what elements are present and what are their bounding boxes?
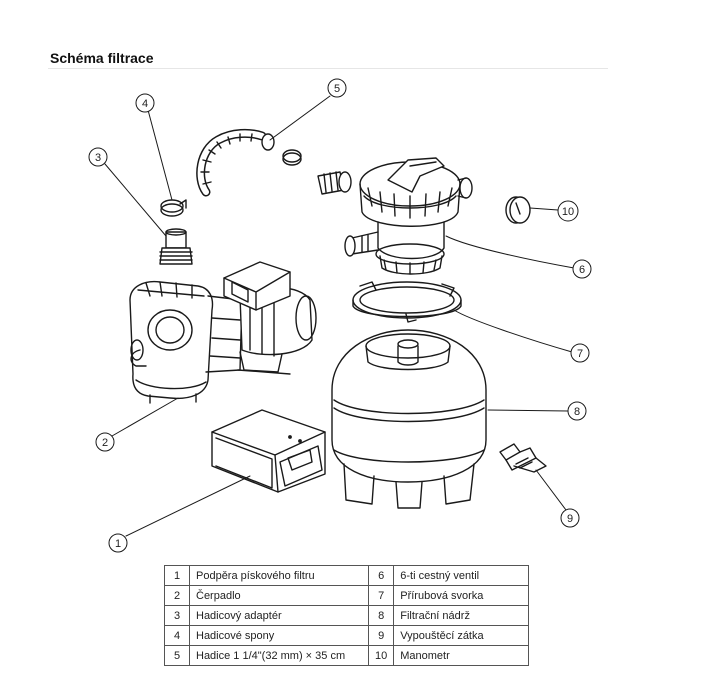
callout-8: 8	[567, 401, 587, 421]
table-row: 4 Hadicové spony 9 Vypouštěcí zátka	[164, 625, 530, 646]
part-name: Filtrační nádrž	[393, 605, 530, 626]
callout-5: 5	[327, 78, 347, 98]
callout-3-label: 3	[95, 152, 101, 164]
table-row: 3 Hadicový adaptér 8 Filtrační nádrž	[164, 605, 530, 626]
title-divider	[48, 68, 608, 69]
part-name: Hadice 1 1/4"(32 mm) × 35 cm	[189, 645, 369, 666]
table-row: 5 Hadice 1 1/4"(32 mm) × 35 cm 10 Manome…	[164, 645, 530, 666]
part-number: 3	[164, 605, 190, 626]
callout-7-label: 7	[577, 348, 583, 360]
callout-10-label: 10	[562, 206, 574, 218]
part-number: 6	[367, 565, 395, 586]
parts-table: 1 Podpěra pískového filtru 6 6-ti cestný…	[164, 565, 530, 666]
callout-2: 2	[95, 432, 115, 452]
callout-8-label: 8	[574, 406, 580, 418]
part-name: Vypouštěcí zátka	[393, 625, 530, 646]
part-number: 2	[164, 585, 190, 606]
callout-7: 7	[570, 343, 590, 363]
filter-tank-drawing	[331, 329, 487, 509]
callout-4-label: 4	[142, 98, 148, 110]
part-name: Manometr	[393, 645, 530, 666]
part-number: 5	[164, 645, 190, 666]
callout-5-label: 5	[334, 83, 340, 95]
hose-adapter-drawing	[159, 228, 193, 265]
hose-clamp-drawing	[160, 199, 187, 217]
pressure-gauge-drawing	[505, 196, 531, 224]
valve-hose-connector-drawing	[317, 171, 352, 195]
callout-9: 9	[560, 508, 580, 528]
callout-3: 3	[88, 147, 108, 167]
part-name: Hadicové spony	[189, 625, 369, 646]
part-number: 1	[164, 565, 190, 586]
part-name: Přírubová svorka	[393, 585, 530, 606]
callout-2-label: 2	[102, 437, 108, 449]
part-number: 4	[164, 625, 190, 646]
part-name: Čerpadlo	[189, 585, 369, 606]
table-row: 1 Podpěra pískového filtru 6 6-ti cestný…	[164, 565, 530, 586]
filtration-exploded-diagram: 1 2 3 4 5 6 7 8 9 10	[88, 78, 592, 553]
pump-drawing	[129, 261, 317, 404]
drain-plug-drawing	[499, 443, 547, 473]
filter-support-drawing	[211, 409, 326, 493]
part-name: Podpěra pískového filtru	[189, 565, 369, 586]
part-number: 7	[367, 585, 395, 606]
hose-drawing	[196, 128, 302, 197]
callout-6-label: 6	[579, 264, 585, 276]
part-number: 8	[367, 605, 395, 626]
diagram-title: Schéma filtrace	[50, 50, 154, 66]
table-row: 2 Čerpadlo 7 Přírubová svorka	[164, 585, 530, 606]
part-number: 9	[367, 625, 395, 646]
part-number: 10	[367, 645, 395, 666]
flange-clamp-drawing	[352, 281, 462, 323]
callout-9-label: 9	[567, 513, 573, 525]
callout-10: 10	[557, 200, 579, 222]
callout-1: 1	[108, 533, 128, 553]
part-name: Hadicový adaptér	[189, 605, 369, 626]
callout-6: 6	[572, 259, 592, 279]
callout-4: 4	[135, 93, 155, 113]
leader-lines	[104, 95, 575, 537]
part-name: 6-ti cestný ventil	[393, 565, 530, 586]
callout-1-label: 1	[115, 538, 121, 550]
six-way-valve-drawing	[344, 157, 473, 275]
